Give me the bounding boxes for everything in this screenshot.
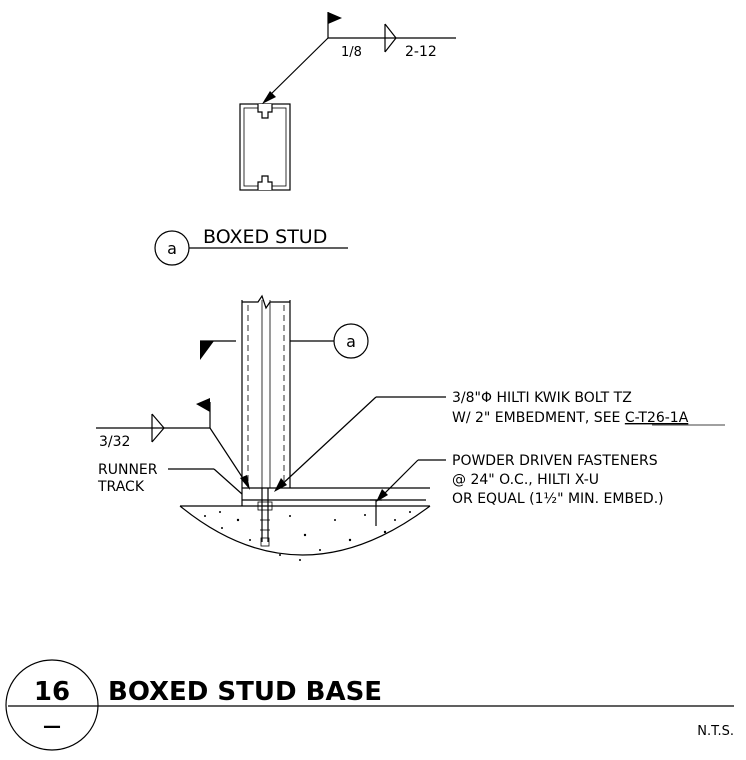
fastener-line3: OR EQUAL (1½" MIN. EMBED.) bbox=[452, 491, 664, 507]
section-title-boxed-stud: a BOXED STUD bbox=[154, 226, 348, 266]
bolt-callout: 3/8"Φ HILTI KWIK BOLT TZ W/ 2" EMBEDMENT… bbox=[274, 390, 725, 492]
svg-text:W/ 2" EMBEDMENT, SEE C-T26-1A: W/ 2" EMBEDMENT, SEE C-T26-1A bbox=[452, 410, 689, 426]
runner-label-line1: RUNNER bbox=[98, 462, 158, 478]
runner-label-line2: TRACK bbox=[97, 479, 145, 495]
stud-elevation bbox=[241, 294, 291, 488]
title-block: 16 — BOXED STUD BASE N.T.S. bbox=[5, 659, 734, 751]
boxed-stud-plan bbox=[239, 103, 291, 191]
fastener-callout: POWDER DRIVEN FASTENERS @ 24" O.C., HILT… bbox=[376, 453, 664, 507]
scale-label: N.T.S. bbox=[697, 724, 734, 739]
section-title: BOXED STUD bbox=[203, 226, 327, 248]
section-cut-marker: a bbox=[200, 323, 369, 360]
fastener-line2: @ 24" O.C., HILTI X-U bbox=[452, 472, 599, 488]
weld-size-label: 1/8 bbox=[341, 45, 362, 60]
weld-symbol-top: 1/8 2-12 bbox=[262, 12, 456, 104]
section-marker-letter: a bbox=[167, 239, 177, 258]
detail-number: 16 bbox=[34, 677, 70, 707]
bolt-callout-line2: W/ 2" EMBEDMENT, SEE bbox=[452, 410, 625, 426]
weld-symbol-base: 3/32 bbox=[96, 398, 250, 490]
field-weld-flag-icon bbox=[328, 12, 342, 24]
field-weld-flag-base-icon bbox=[196, 398, 210, 412]
bolt-callout-line1: 3/8"Φ HILTI KWIK BOLT TZ bbox=[452, 390, 632, 406]
section-cut-letter: a bbox=[346, 332, 356, 351]
runner-track-callout: RUNNER TRACK bbox=[97, 462, 243, 495]
fastener-line1: POWDER DRIVEN FASTENERS bbox=[452, 453, 658, 469]
weld-length-label: 2-12 bbox=[405, 44, 437, 60]
runner-track-and-slab bbox=[179, 487, 431, 561]
detail-title: BOXED STUD BASE bbox=[108, 677, 382, 707]
base-weld-size: 3/32 bbox=[99, 434, 130, 450]
sheet-reference: — bbox=[43, 716, 61, 737]
bolt-reference-link: C-T26-1A bbox=[625, 410, 689, 426]
